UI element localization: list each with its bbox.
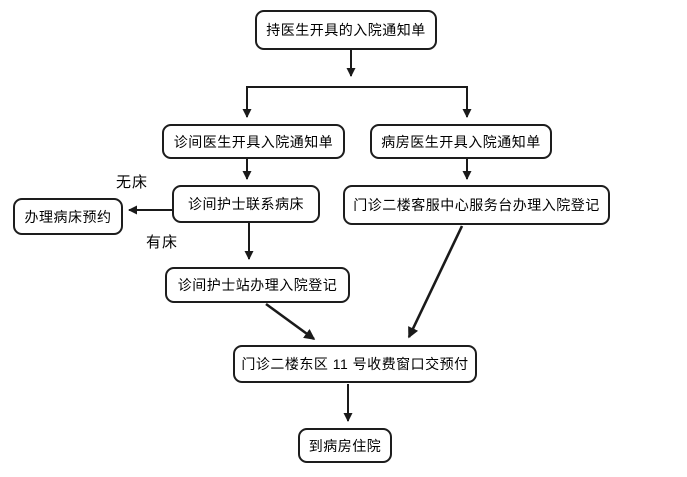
node-service-center-register: 门诊二楼客服中心服务台办理入院登记 — [343, 185, 610, 225]
node-clinic-nurse-contact-bed: 诊间护士联系病床 — [172, 185, 320, 223]
node-clinic-nurse-station-register: 诊间护士站办理入院登记 — [165, 267, 350, 303]
edge-register-to-payment — [265, 302, 316, 341]
node-start: 持医生开具的入院通知单 — [255, 10, 437, 50]
node-clinic-doctor-notice: 诊间医生开具入院通知单 — [162, 124, 345, 159]
edge-label-no-bed: 无床 — [116, 174, 149, 191]
node-payment-window: 门诊二楼东区 11 号收费窗口交预付 — [233, 345, 477, 383]
edge-service-center-to-payment — [407, 225, 464, 339]
edge-label-has-bed: 有床 — [146, 234, 179, 251]
node-ward-admission: 到病房住院 — [298, 428, 392, 463]
node-ward-doctor-notice: 病房医生开具入院通知单 — [370, 124, 552, 159]
node-bed-reservation: 办理病床预约 — [13, 198, 123, 235]
